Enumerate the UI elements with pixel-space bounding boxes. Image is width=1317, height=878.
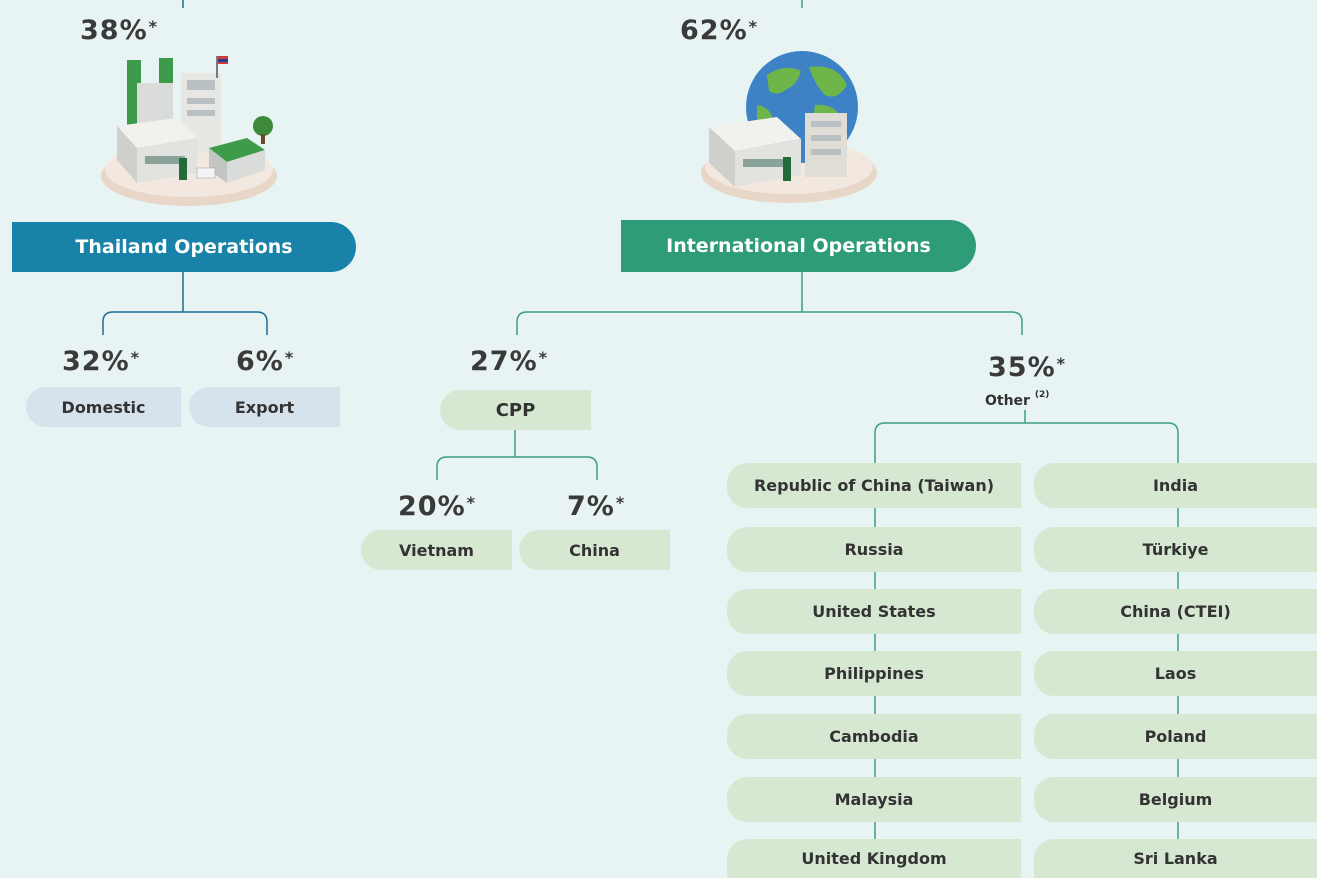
country-pill: Belgium bbox=[1034, 777, 1317, 822]
country-pill: Laos bbox=[1034, 651, 1317, 696]
thailand-share: 38%* bbox=[80, 15, 159, 46]
vietnam-share: 20%* bbox=[398, 491, 477, 522]
country-pill: India bbox=[1034, 463, 1317, 508]
domestic-share: 32%* bbox=[62, 346, 141, 377]
country-pill: Malaysia bbox=[727, 777, 1021, 822]
other-label: Other (2) bbox=[985, 390, 1050, 409]
factory-thailand-icon bbox=[97, 48, 282, 208]
cpp-pill: CPP bbox=[440, 390, 591, 430]
country-pill: China (CTEI) bbox=[1034, 589, 1317, 634]
country-pill: Russia bbox=[727, 527, 1021, 572]
country-pill: Cambodia bbox=[727, 714, 1021, 759]
country-pill: Türkiye bbox=[1034, 527, 1317, 572]
domestic-pill: Domestic bbox=[26, 387, 181, 427]
country-pill: Poland bbox=[1034, 714, 1317, 759]
export-pill: Export bbox=[189, 387, 340, 427]
cpp-share: 27%* bbox=[470, 346, 549, 377]
international-operations-banner: International Operations bbox=[621, 220, 976, 272]
export-share: 6%* bbox=[236, 346, 295, 377]
other-share: 35%* bbox=[988, 352, 1067, 383]
country-pill: Sri Lanka bbox=[1034, 839, 1317, 878]
country-pill: Philippines bbox=[727, 651, 1021, 696]
china-pill: China bbox=[519, 530, 670, 570]
factory-globe-icon bbox=[697, 45, 882, 205]
china-share: 7%* bbox=[567, 491, 626, 522]
international-share: 62%* bbox=[680, 15, 759, 46]
country-pill: Republic of China (Taiwan) bbox=[727, 463, 1021, 508]
country-pill: United Kingdom bbox=[727, 839, 1021, 878]
vietnam-pill: Vietnam bbox=[361, 530, 512, 570]
thailand-operations-banner: Thailand Operations bbox=[12, 222, 356, 272]
country-pill: United States bbox=[727, 589, 1021, 634]
